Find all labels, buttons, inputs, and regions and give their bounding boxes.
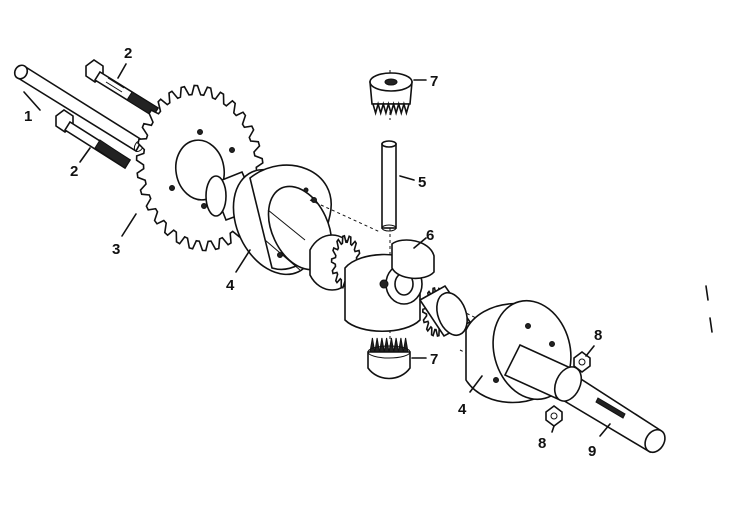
part-axle-9 (553, 366, 666, 454)
edge-mark-top (705, 285, 709, 301)
part-bolt-2-lower (55, 109, 132, 170)
part-housing-4-right (465, 299, 577, 404)
callout-6: 6 (426, 227, 434, 244)
callout-2-upper: 2 (124, 45, 132, 62)
part-bolt-2-upper (85, 59, 160, 118)
callout-8-lower: 8 (538, 435, 546, 452)
callout-1: 1 (24, 108, 32, 125)
callout-4-right: 4 (458, 401, 467, 418)
callout-labels: 1 2 2 3 4 4 5 6 7 7 8 8 9 (24, 45, 602, 460)
callout-2-lower: 2 (70, 163, 78, 180)
callout-5: 5 (418, 174, 426, 191)
leader-lines (23, 63, 611, 437)
part-pinion-7-lower (367, 337, 411, 380)
part-nut-8-upper (573, 351, 591, 373)
callout-4-left: 4 (226, 277, 235, 294)
part-housing-4-left (205, 164, 333, 276)
part-pinion-7-upper (369, 72, 413, 116)
callout-3: 3 (112, 241, 120, 258)
part-shaft-5 (381, 140, 397, 232)
callout-8-upper: 8 (594, 327, 602, 344)
part-nut-8-lower (545, 405, 563, 427)
edge-mark-bottom (709, 317, 713, 333)
part-differential-center (309, 234, 472, 338)
part-pin-1 (13, 64, 145, 153)
callout-9: 9 (588, 443, 596, 460)
callout-7-upper: 7 (430, 73, 438, 90)
callout-7-lower: 7 (430, 351, 438, 368)
